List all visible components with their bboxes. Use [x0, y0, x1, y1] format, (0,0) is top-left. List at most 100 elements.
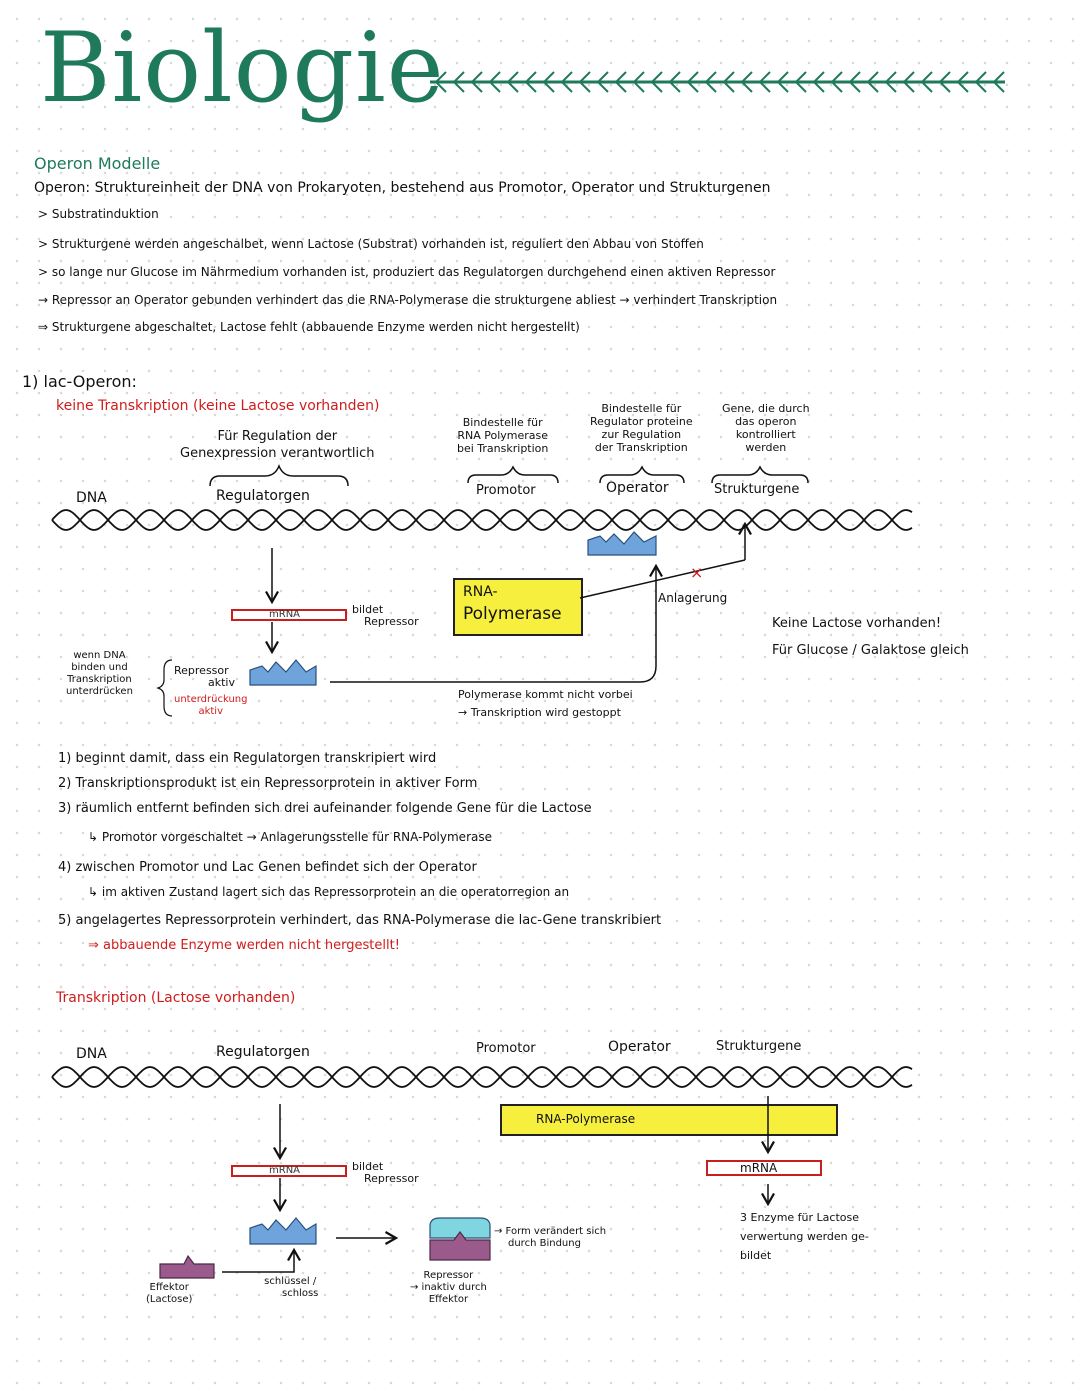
wenn-line: unterdrücken	[66, 686, 133, 697]
dna-strand	[51, 509, 913, 531]
step-item: 1) beginnt damit, dass ein Regulatorgen …	[58, 751, 437, 766]
bildet-repressor-note: bildet Repressor	[352, 1161, 419, 1185]
form-line: durch Bindung	[508, 1238, 581, 1249]
strukturgene-label: Strukturgene	[714, 482, 800, 497]
rna-polymerase-label: RNA-Polymerase	[536, 1112, 636, 1126]
operon-definition: Operon: Struktureinheit der DNA von Prok…	[34, 180, 771, 196]
repressor-bound-shape	[587, 531, 657, 556]
operator-desc-line: Regulator proteine	[590, 415, 693, 428]
glucose-note: Für Glucose / Galaktose gleich	[772, 643, 969, 658]
repressor-inactive-shape	[429, 1217, 491, 1239]
schluessel-line: schlüssel /	[264, 1276, 317, 1287]
effector-shape	[159, 1254, 215, 1279]
title-arrow-decoration	[430, 71, 1005, 93]
wenn-line: binden und	[71, 662, 128, 673]
strukturgene-description: Gene, die durch das operon kontrolliert …	[722, 402, 810, 454]
poly-line: Polymerase kommt nicht vorbei	[458, 688, 633, 701]
repressor-inaktiv-label: Repressor → inaktiv durch Effektor	[410, 1270, 487, 1306]
lac-operon-heading: 1) lac-Operon:	[22, 372, 137, 391]
enzyme-line: verwertung werden ge-	[740, 1230, 869, 1243]
repressor-active-shape	[249, 659, 317, 686]
regulator-desc-line: Genexpression verantwortlich	[180, 446, 375, 461]
promotor-desc-line: RNA Polymerase	[457, 429, 549, 442]
repressor-shape	[249, 1217, 317, 1245]
step-item: ↳ im aktiven Zustand lagert sich das Rep…	[88, 885, 570, 899]
step-item: 5) angelagertes Repressorprotein verhind…	[58, 913, 662, 928]
intro-heading: Operon Modelle	[34, 154, 161, 173]
bildet-line: Repressor	[364, 615, 419, 628]
dna-label: DNA	[76, 490, 107, 506]
regulatorgen-label: Regulatorgen	[216, 488, 310, 504]
enzyme-note: 3 Enzyme für Lactose verwertung werden g…	[740, 1208, 869, 1265]
intro-line: > Strukturgene werden angeschalbet, wenn…	[38, 237, 704, 251]
no-transcription-subheading: keine Transkription (keine Lactose vorha…	[56, 398, 380, 414]
intro-line: ⇒ Strukturgene abgeschaltet, Lactose feh…	[38, 320, 580, 334]
schluessel-label: schlüssel / schloss	[262, 1276, 318, 1300]
regulator-desc-line: Für Regulation der	[217, 429, 338, 444]
step-item: ↳ Promotor vorgeschaltet → Anlagerungsst…	[88, 830, 492, 844]
genes-desc-line: kontrolliert	[735, 428, 796, 441]
dna-strand	[51, 509, 913, 531]
form-line: → Form verändert sich	[494, 1226, 607, 1237]
rna-polymerase-line: RNA-	[463, 584, 498, 600]
mrna-label: mRNA	[269, 609, 301, 620]
intro-line: → Repressor an Operator gebunden verhind…	[38, 293, 778, 307]
repressor-inaktiv-line: Effektor	[428, 1294, 469, 1305]
anlagerung-label: Anlagerung	[658, 591, 728, 605]
genes-desc-line: werden	[745, 441, 787, 454]
mrna-bar: mRNA	[706, 1160, 822, 1176]
strukturgene-label: Strukturgene	[716, 1039, 802, 1054]
unterdrueckung-line: aktiv	[198, 706, 224, 717]
repressor-line: aktiv	[208, 676, 235, 689]
svg-text:×: ×	[690, 563, 703, 582]
effektor-line: Effektor	[149, 1282, 189, 1293]
promotor-label: Promotor	[476, 1041, 536, 1056]
bildet-line: Repressor	[364, 1172, 419, 1185]
dna-label: DNA	[76, 1046, 107, 1062]
form-change-note: → Form verändert sich durch Bindung	[494, 1226, 606, 1250]
promotor-desc-line: bei Transkription	[457, 442, 549, 455]
regulatorgen-brace	[209, 463, 349, 487]
operator-label: Operator	[606, 480, 669, 496]
unterdrueckung-label: unterdrückung aktiv	[174, 694, 248, 718]
repressor-aktiv-label: Repressor aktiv	[174, 665, 235, 689]
enzyme-line: bildet	[740, 1249, 772, 1262]
promotor-desc-line: Bindestelle für	[462, 416, 543, 429]
transcription-subheading: Transkription (Lactose vorhanden)	[56, 990, 296, 1006]
operator-description: Bindestelle für Regulator proteine zur R…	[590, 402, 693, 454]
step-item: 4) zwischen Promotor und Lac Genen befin…	[58, 860, 477, 875]
regulatorgen-label: Regulatorgen	[216, 1044, 310, 1060]
bildet-line: bildet	[352, 603, 384, 616]
step-item: 3) räumlich entfernt befinden sich drei …	[58, 801, 592, 816]
repressor-inaktiv-line: → inaktiv durch	[410, 1282, 487, 1293]
repressor-line: Repressor	[174, 664, 229, 677]
strukturgene-brace	[711, 465, 809, 484]
operator-brace	[599, 465, 685, 484]
operator-desc-line: Bindestelle für	[601, 402, 682, 415]
step-conclusion: ⇒ abbauende Enzyme werden nicht hergeste…	[88, 938, 400, 953]
effektor-line: (Lactose)	[146, 1294, 193, 1305]
promotor-label: Promotor	[476, 483, 536, 498]
dna-strand	[51, 1066, 913, 1088]
effector-bound-shape	[429, 1231, 491, 1261]
polymerase-blocked-note: Polymerase kommt nicht vorbei → Transkri…	[458, 686, 633, 722]
effektor-label: Effektor (Lactose)	[146, 1282, 192, 1306]
genes-desc-line: das operon	[735, 415, 797, 428]
repressor-brace	[156, 659, 173, 717]
dna-strand	[51, 1066, 913, 1088]
wenn-line: Transkription	[67, 674, 132, 685]
promotor-brace	[467, 465, 559, 484]
promotor-description: Bindestelle für RNA Polymerase bei Trans…	[457, 416, 548, 455]
bildet-line: bildet	[352, 1160, 384, 1173]
intro-line: > so lange nur Glucose im Nährmedium vor…	[38, 265, 776, 279]
bildet-repressor-note: bildet Repressor	[352, 604, 419, 628]
mrna-label: mRNA	[740, 1161, 778, 1175]
unterdrueckung-line: unterdrückung	[174, 694, 248, 705]
wenn-dna-note: wenn DNA binden und Transkription unterd…	[66, 650, 133, 698]
enzyme-line: 3 Enzyme für Lactose	[740, 1211, 860, 1224]
genes-desc-line: Gene, die durch	[722, 402, 810, 415]
regulator-description: Für Regulation der Genexpression verantw…	[180, 428, 375, 462]
schluessel-line: schloss	[282, 1288, 319, 1299]
mrna-bar: mRNA	[231, 1165, 347, 1177]
